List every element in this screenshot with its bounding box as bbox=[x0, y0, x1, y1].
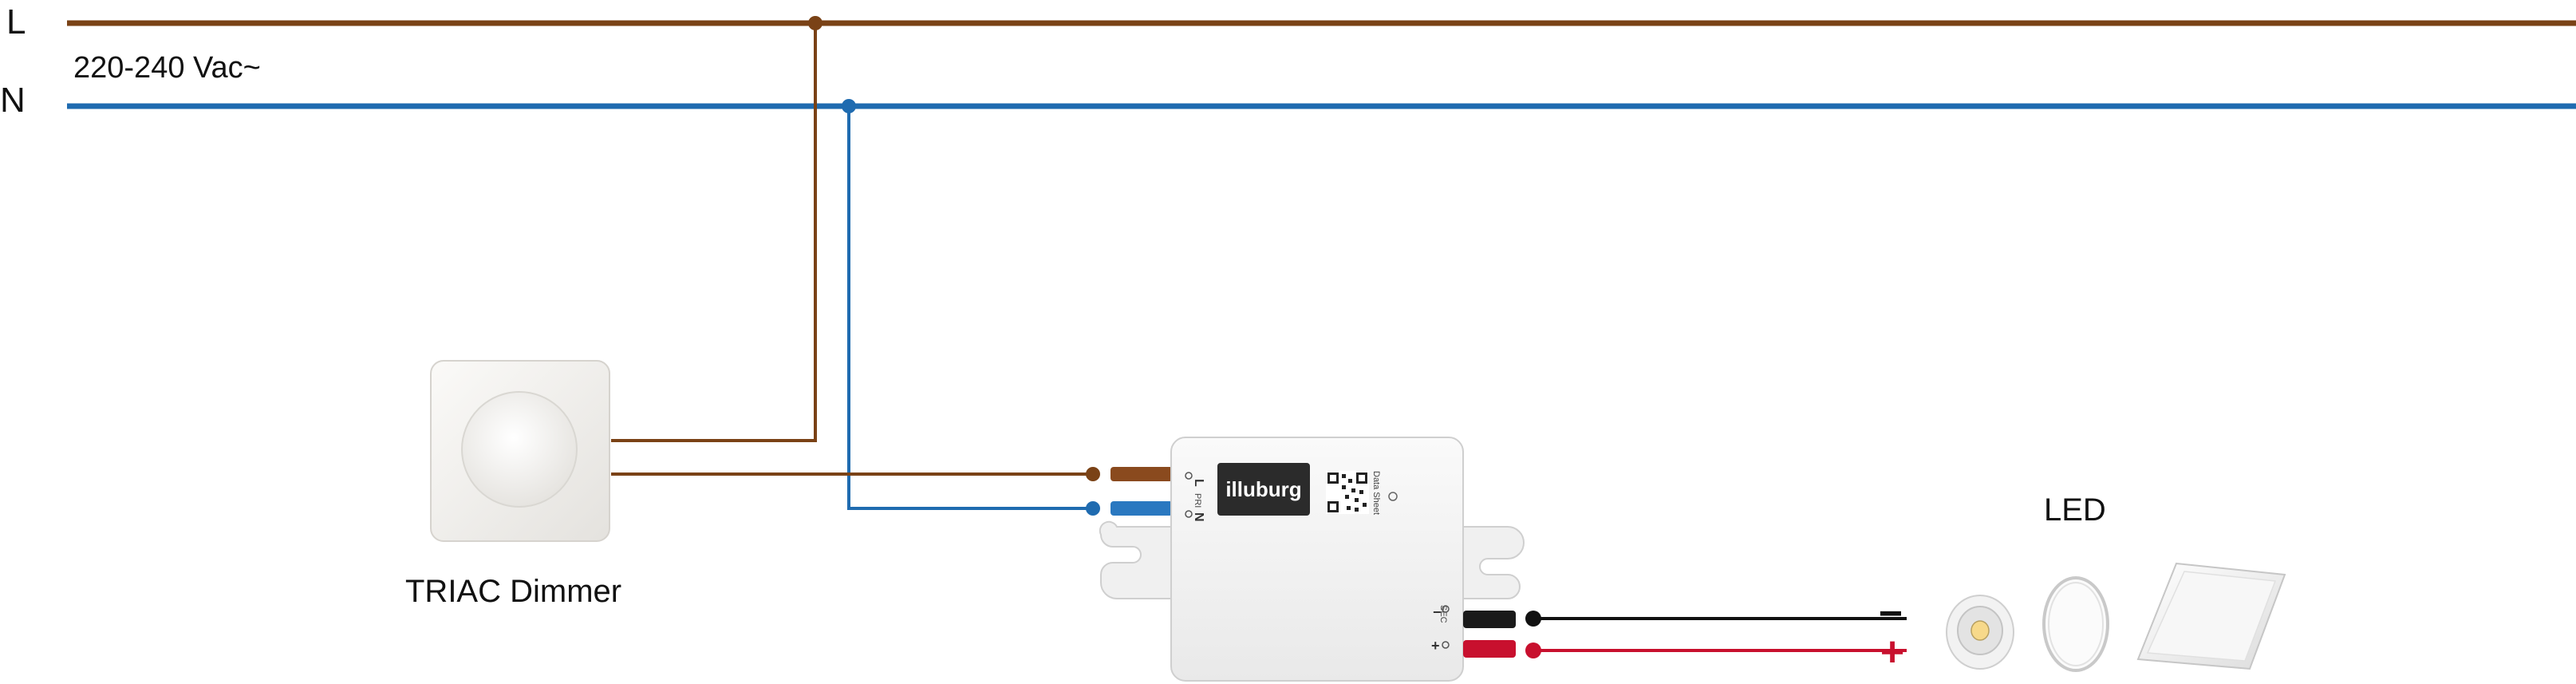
neutral-line-label: N bbox=[0, 81, 26, 120]
primary-n-label: N bbox=[1192, 512, 1205, 522]
driver-live-terminal bbox=[1086, 467, 1100, 481]
triac-dimmer bbox=[430, 360, 610, 542]
secondary-minus-label: − bbox=[1433, 604, 1442, 620]
voltage-label: 220-240 Vac~ bbox=[73, 51, 261, 85]
red-lead bbox=[1463, 640, 1516, 658]
positive-symbol: + bbox=[1880, 629, 1904, 675]
live-line-label: L bbox=[6, 2, 26, 42]
led-square-panel bbox=[2136, 562, 2286, 670]
brand-badge bbox=[1217, 463, 1310, 516]
dimmer-label: TRIAC Dimmer bbox=[405, 574, 621, 609]
qr-caption: Data Sheet bbox=[1371, 471, 1381, 515]
dimmer-knob bbox=[461, 391, 578, 508]
brand-logo: illuburg bbox=[1225, 477, 1301, 501]
neutral-drop-wire bbox=[847, 106, 1093, 510]
qr-code bbox=[1326, 471, 1369, 514]
led-label: LED bbox=[2044, 492, 2106, 528]
negative-symbol: − bbox=[1879, 591, 1903, 637]
led-driver: illuburg L PRI N bbox=[1099, 437, 1525, 682]
info-icon bbox=[1388, 492, 1398, 501]
secondary-label: SEC bbox=[1438, 605, 1448, 623]
brown-lead bbox=[1110, 467, 1173, 481]
secondary-plus-label: + bbox=[1431, 638, 1440, 654]
live-drop-wire bbox=[611, 23, 817, 442]
blue-lead bbox=[1110, 501, 1173, 516]
primary-l-label: L bbox=[1192, 479, 1205, 487]
primary-label: PRI bbox=[1193, 493, 1202, 508]
live-junction bbox=[808, 16, 823, 30]
black-lead bbox=[1463, 611, 1516, 628]
neutral-junction bbox=[842, 99, 856, 113]
led-downlight bbox=[1946, 595, 2014, 670]
led-round-panel bbox=[2042, 576, 2109, 672]
driver-neutral-terminal bbox=[1086, 501, 1100, 516]
